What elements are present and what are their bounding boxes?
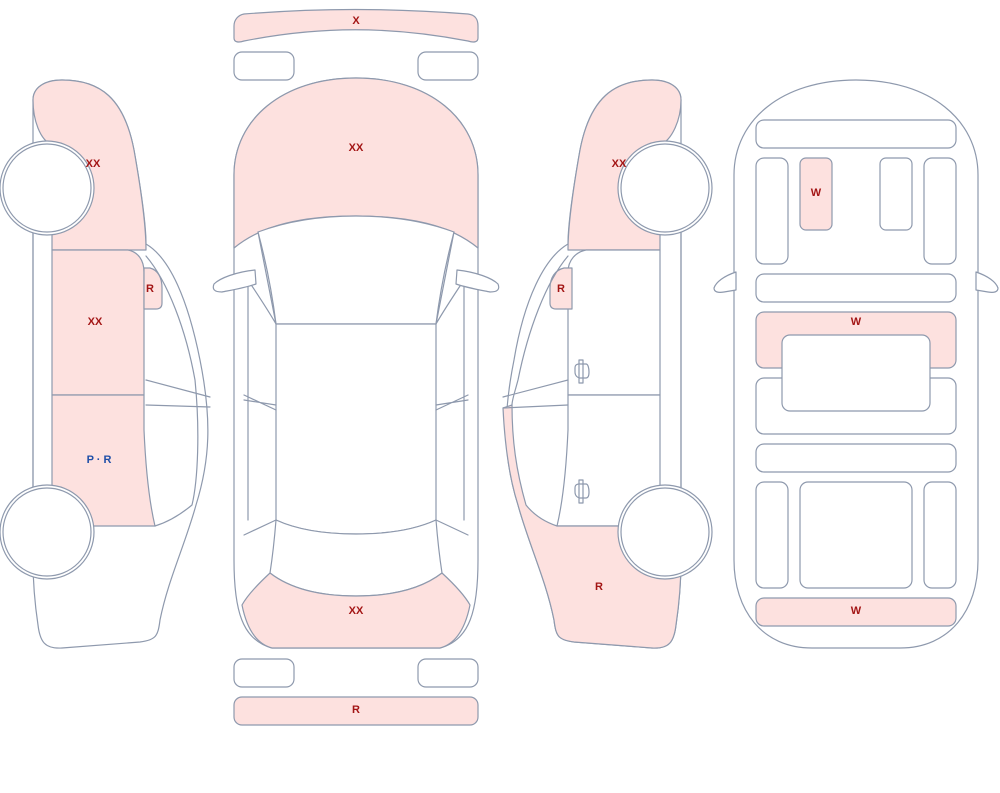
right-side-windows	[435, 231, 469, 536]
left-front-fender-label: XX	[86, 158, 101, 170]
front-bumper-bottom[interactable]	[233, 696, 479, 726]
underbody-right-rail[interactable]	[923, 157, 957, 265]
underbody-panel-bottom[interactable]	[755, 597, 957, 627]
left-front-door-label: XX	[88, 316, 103, 328]
underbody-panel-top-label: W	[811, 187, 822, 199]
left-window-frame	[145, 255, 199, 527]
left-mirror-label: R	[146, 283, 154, 295]
underbody-left-rail[interactable]	[755, 157, 789, 265]
right-mirror-label: R	[557, 283, 565, 295]
left-front-door[interactable]	[51, 249, 145, 396]
underbody-panel-top[interactable]	[799, 157, 833, 231]
rear-bumper-top[interactable]	[233, 8, 479, 43]
left-pillar-line	[145, 379, 211, 408]
top-left-mirror[interactable]	[212, 269, 257, 293]
top-right-mirror[interactable]	[455, 269, 500, 293]
rear-right-light[interactable]	[417, 51, 479, 81]
underbody-rear-right-rail[interactable]	[923, 481, 957, 589]
cabin-roof	[275, 323, 437, 535]
underbody-rear-floor[interactable]	[799, 481, 913, 589]
roof-label: XX	[349, 142, 364, 154]
right-front-door[interactable]	[567, 249, 661, 396]
right-front-fender-label: XX	[612, 158, 627, 170]
rear-left-light[interactable]	[233, 51, 295, 81]
rear-bumper-top-label: X	[352, 15, 360, 27]
underbody-panel-bottom-label: W	[851, 605, 862, 617]
front-right-light[interactable]	[417, 658, 479, 688]
left-mirror[interactable]	[143, 267, 163, 310]
underbody-left-mirror[interactable]	[713, 271, 737, 293]
underbody-center-tunnel[interactable]	[781, 334, 931, 412]
front-bumper-bottom-label: R	[352, 704, 360, 716]
underbody-right-mirror[interactable]	[975, 271, 999, 293]
left-front-wheel	[2, 143, 92, 233]
front-left-light[interactable]	[233, 658, 295, 688]
right-front-door-handle[interactable]	[574, 359, 590, 384]
underbody-panel-top-right[interactable]	[879, 157, 913, 231]
right-pillar-line	[502, 379, 569, 409]
underbody-cross-beam-1[interactable]	[755, 273, 957, 303]
underbody-panel-mid-label: W	[851, 316, 862, 328]
right-rear-door-handle[interactable]	[574, 479, 590, 504]
right-side-view: XX R R	[502, 79, 713, 649]
underbody-front-crossmember[interactable]	[755, 119, 957, 149]
hood-label: XX	[349, 605, 364, 617]
right-front-wheel	[620, 143, 710, 233]
top-view: X XX XX R	[212, 8, 500, 726]
right-rear-quarter-label: R	[595, 581, 603, 593]
hood-panel[interactable]	[241, 572, 471, 649]
left-rear-wheel	[2, 487, 92, 577]
rear-windshield	[257, 215, 455, 325]
underbody-view: W W W	[713, 79, 999, 649]
right-window-frame	[511, 255, 569, 406]
underbody-rear-left-rail[interactable]	[755, 481, 789, 589]
right-rear-quarter[interactable]	[502, 404, 682, 649]
underbody-cross-beam-2[interactable]	[755, 443, 957, 473]
left-side-windows	[243, 231, 277, 536]
left-rear-door-label: P · R	[87, 454, 112, 466]
left-side-view: XX R XX P · R	[0, 79, 211, 649]
right-rear-wheel	[620, 487, 710, 577]
